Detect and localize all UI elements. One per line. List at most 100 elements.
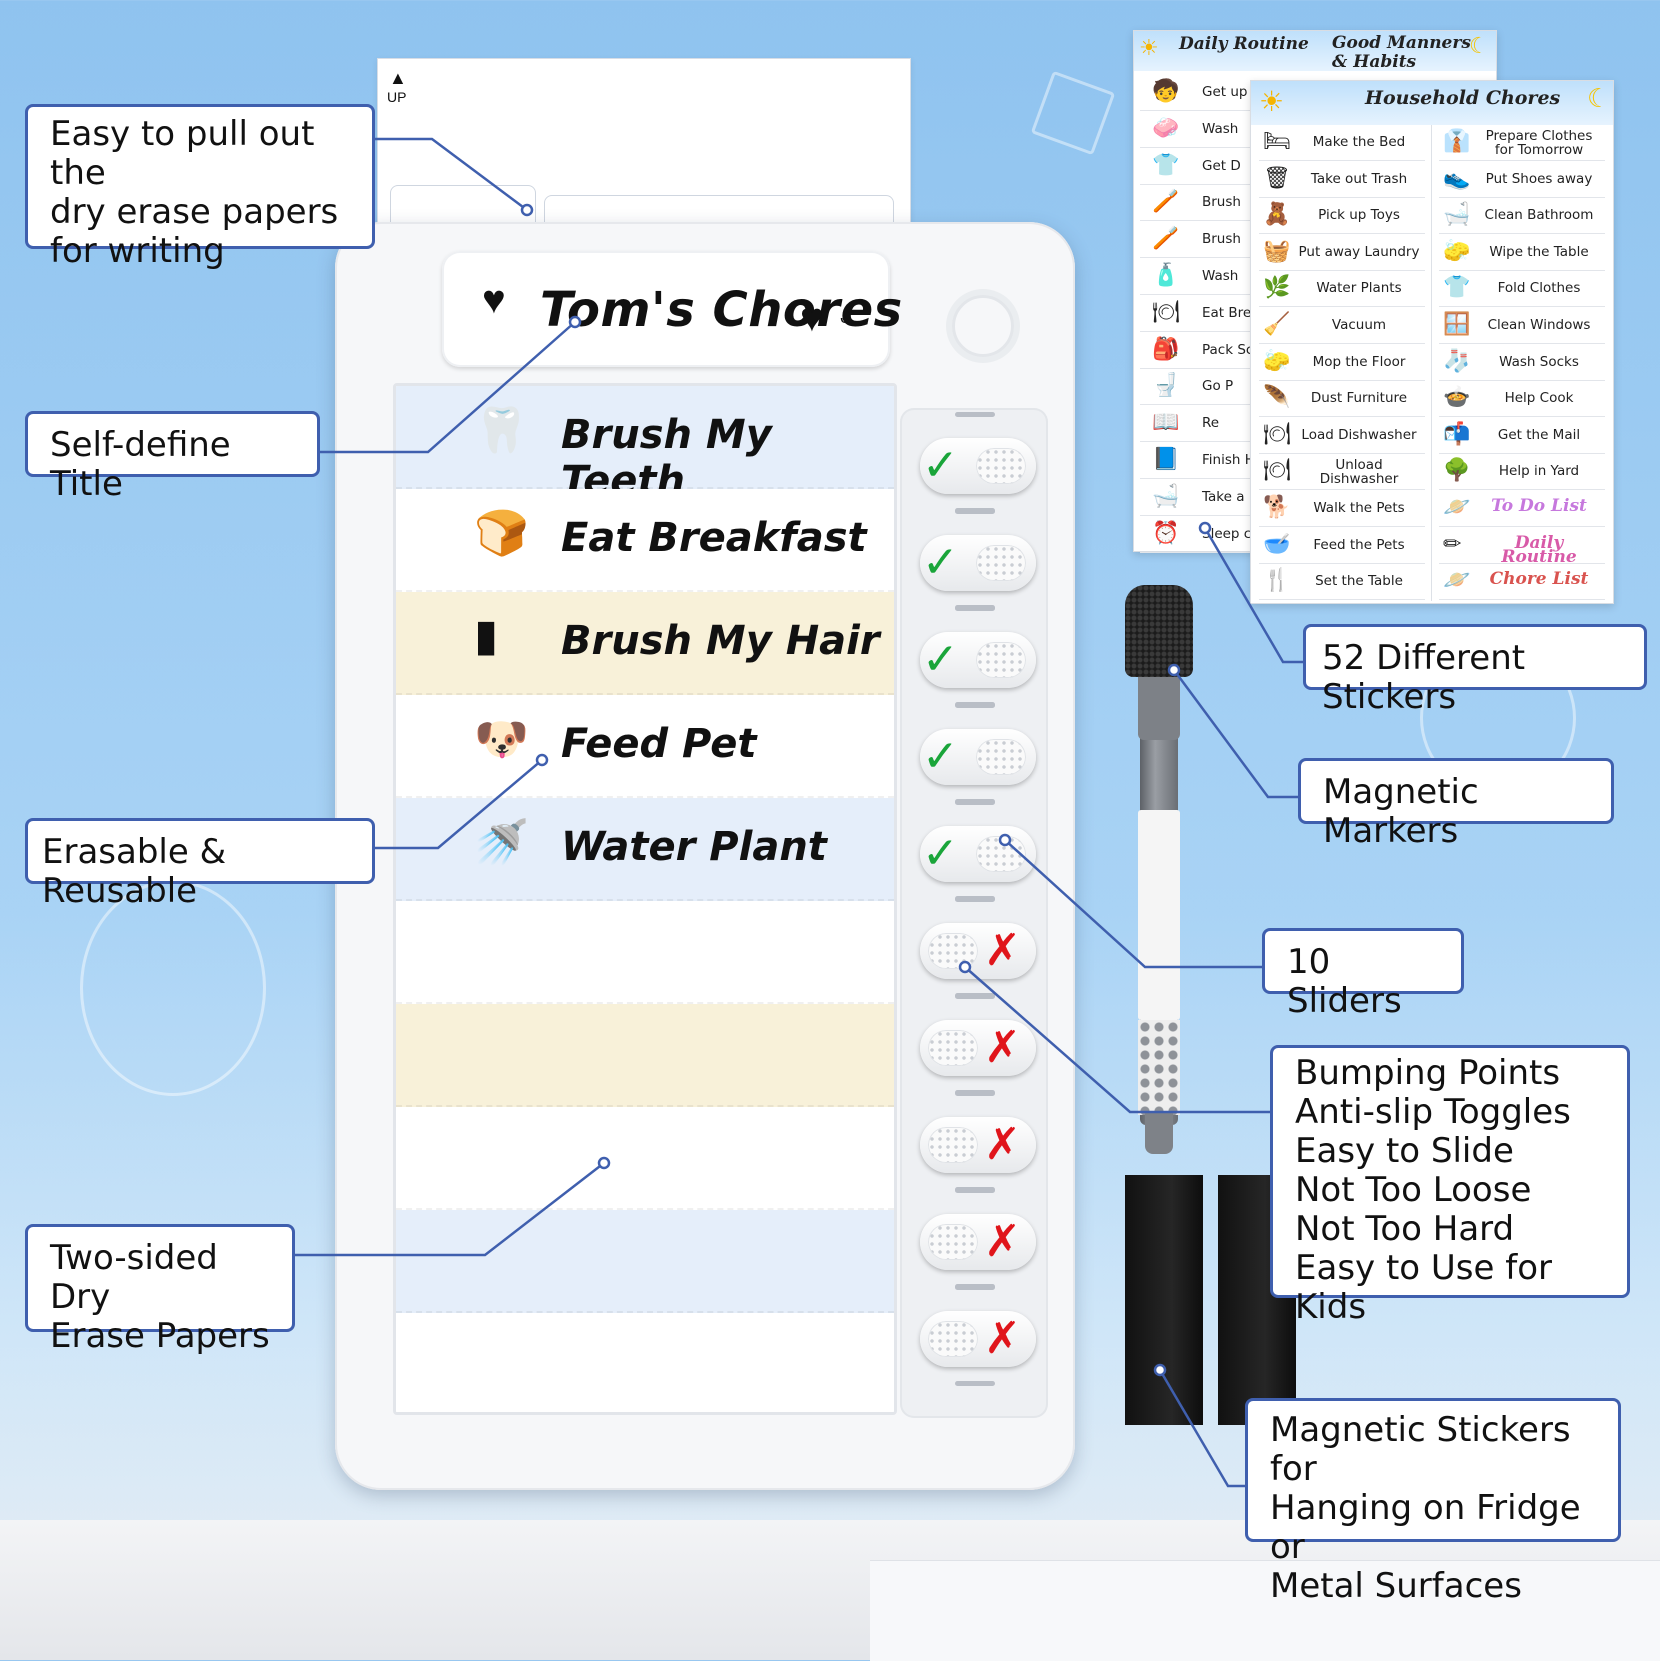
callout-bumping-points: Bumping Points Anti-slip Toggles Easy to… [1270, 1045, 1630, 1327]
sticker-label: Clean Windows [1487, 317, 1591, 333]
circle-doodle [1030, 70, 1116, 156]
sticker-item: 🧸Pick up Toys [1259, 200, 1425, 235]
callout-sliders: 10 Sliders [1262, 928, 1464, 1021]
sticker-item: 🐕Walk the Pets [1259, 493, 1425, 527]
marker-tip [1145, 1112, 1173, 1154]
toggle-grip [976, 642, 1026, 678]
sticker-item: 🥣Feed the Pets [1259, 530, 1425, 564]
sticker-label: Put Shoes away [1485, 170, 1593, 187]
callout-erasable: Erasable & Reusable [25, 818, 375, 911]
sheet-header [1251, 81, 1613, 125]
cross-icon: ✗ [984, 1119, 1021, 1170]
check-icon: ✓ [922, 440, 959, 491]
sticker-item: 🍽Eat Bre [1140, 296, 1252, 332]
slider-toggle[interactable]: ✓ [920, 729, 1036, 785]
slider-toggle[interactable]: ✗ [920, 1214, 1036, 1270]
sticker-icon: 🛁 [1152, 483, 1180, 509]
sticker-item: 🧦Wash Socks [1439, 347, 1605, 381]
sticker-label: Finish Ho [1202, 452, 1264, 468]
toggle-grip [928, 933, 978, 969]
moon-icon: ☾ [1469, 33, 1489, 58]
sticker-item: 🧺Put away Laundry [1259, 237, 1425, 271]
sticker-item: 🧽Mop the Floor [1259, 347, 1425, 381]
sticker-label: Put away Laundry [1298, 243, 1420, 260]
sun-icon: ☀ [1139, 35, 1159, 60]
slider-toggle[interactable]: ✓ [920, 632, 1036, 688]
up-label: UP [387, 89, 407, 105]
chore-row [396, 901, 894, 1004]
bump-point [955, 1188, 995, 1193]
toggle-grip [928, 1321, 978, 1357]
bump-point [955, 1091, 995, 1096]
sticker-item: 🌳Help in Yard [1439, 456, 1605, 491]
heart-icon: ♥ [482, 278, 506, 322]
sticker-item: 👔Prepare Clothes for Tomorrow [1439, 127, 1605, 161]
tooth-icon: 🦷 [474, 405, 529, 456]
check-icon: ✓ [922, 634, 959, 685]
sticker-icon: 👕 [1152, 152, 1180, 178]
sticker-item: 🛁Clean Bathroom [1439, 200, 1605, 235]
sticker-item: 🚽 Go P [1140, 369, 1252, 406]
sticker-icon: 👔 [1443, 129, 1471, 154]
sticker-icon: 🧒 [1152, 79, 1180, 104]
chore-row [396, 1210, 894, 1313]
chore-label: Eat Breakfast [561, 515, 867, 561]
sticker-item: 🍴Set the Table [1259, 566, 1425, 601]
sticker-icon: 🚽 [1152, 373, 1180, 399]
chore-list: 🦷 Brush My Teeth 🍞 Eat Breakfast ▮ Brush… [393, 383, 897, 1415]
eraser-cap[interactable] [1125, 585, 1193, 677]
sticker-icon: 🍽 [1152, 299, 1180, 325]
bump-point [955, 800, 995, 805]
sticker-label: Fold Clothes [1497, 280, 1581, 297]
sticker-item: 🪶Dust Furniture [1259, 383, 1425, 418]
sticker-item: 🛁Take a [1140, 480, 1252, 516]
sticker-item: 🧴Wash [1140, 259, 1252, 295]
sun-icon: ☀ [1259, 86, 1285, 117]
sticker-label: Clean Bathroom [1484, 207, 1594, 224]
toggle-grip [976, 448, 1026, 484]
sticker-label: Dust Furniture [1310, 390, 1408, 407]
slider-toggle[interactable]: ✓ [920, 535, 1036, 591]
slider-toggle[interactable]: ✗ [920, 1117, 1036, 1173]
sticker-item: 🪥Brush [1140, 222, 1252, 259]
sheet-title: Household Chores [1365, 87, 1561, 109]
sticker-label: Wash [1202, 120, 1239, 137]
slider-toggle[interactable]: ✗ [920, 1020, 1036, 1076]
sticker-item: 🧽Wipe the Table [1439, 237, 1605, 271]
sticker-icon: ⏰ [1152, 520, 1180, 546]
sticker-label: Wash [1202, 268, 1239, 284]
sticker-icon: 🍲 [1443, 385, 1471, 411]
sticker-item: 🪐To Do List [1439, 493, 1605, 527]
sticker-label: Pick up Toys [1318, 207, 1400, 224]
cross-icon: ✗ [984, 925, 1021, 976]
sticker-item: ✏Daily Routine [1439, 530, 1605, 565]
display-block [870, 1560, 1660, 1661]
sheet-title: Good Manners & Habits [1332, 33, 1471, 72]
magnetic-sticker[interactable] [1125, 1175, 1203, 1425]
sticker-label: Get up [1202, 84, 1248, 100]
slider-toggle[interactable]: ✓ [920, 438, 1036, 494]
sticker-label: Go P [1202, 378, 1234, 395]
sticker-item: 🍲 Help Cook [1439, 383, 1605, 418]
sticker-label: Brush [1202, 231, 1241, 248]
board-title: Tom's Chores [540, 282, 903, 338]
slider-toggle[interactable]: ✗ [920, 923, 1036, 979]
sticker-label: Brush [1202, 194, 1241, 211]
sticker-icon: 📬 [1443, 421, 1471, 447]
slider-toggle[interactable]: ✗ [920, 1311, 1036, 1367]
bump-point [955, 509, 995, 514]
chore-row [396, 1004, 894, 1107]
sticker-item: 📘 Finish Ho [1140, 443, 1263, 479]
sticker-label: Help Cook [1504, 390, 1574, 407]
sticker-icon: 🐕 [1263, 495, 1291, 520]
slider-toggle[interactable]: ✓ [920, 826, 1036, 882]
chore-row: 🦷 Brush My Teeth [396, 386, 894, 504]
sticker-label: Water Plants [1316, 280, 1402, 297]
sticker-icon: 🌿 [1263, 275, 1291, 301]
sticker-label: Help in Yard [1498, 463, 1580, 480]
sticker-label: Mop the Floor [1312, 353, 1406, 370]
sticker-icon: 📘 [1152, 447, 1180, 472]
heart-icon: ♥ [800, 296, 824, 340]
bump-point [955, 1285, 995, 1290]
sticker-item: 📬Get the Mail [1439, 420, 1605, 454]
